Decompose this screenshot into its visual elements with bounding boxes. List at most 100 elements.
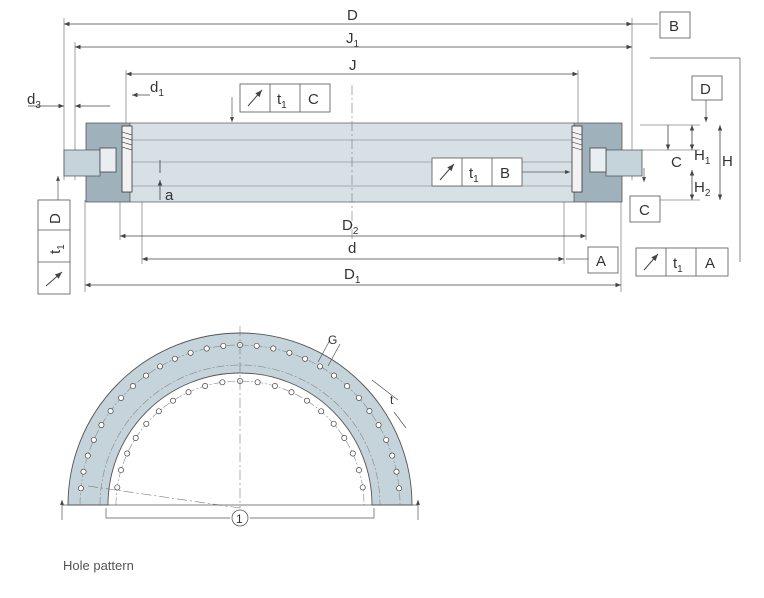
bolt-hole [80, 468, 87, 475]
bolt-hole [202, 383, 209, 389]
bolt-hole [366, 408, 373, 414]
bolt-holes [77, 342, 403, 492]
bolt-hole [389, 452, 396, 459]
bolt-hole [155, 408, 162, 415]
label-D1: D1 [344, 266, 361, 286]
svg-text:C: C [308, 91, 319, 108]
right-outer-flange [605, 149, 643, 177]
tolerance-frames: t1 C t1 B t1 A D t1 [37, 83, 729, 295]
bolt-hole [77, 485, 84, 492]
label-J1: J1 [346, 30, 360, 50]
figure-caption: Hole pattern [63, 558, 134, 573]
dimension-lines [28, 21, 723, 288]
label-C: C [671, 154, 682, 171]
label-d1: d1 [150, 79, 164, 99]
right-roller [589, 147, 607, 173]
right-screw [571, 125, 583, 193]
svg-text:A: A [596, 253, 606, 270]
datum-box-C: C [629, 195, 661, 223]
datum-box-A: A [587, 246, 619, 274]
label-a: a [165, 187, 174, 204]
bolt-hole [393, 468, 400, 475]
label-d3: d3 [27, 91, 41, 111]
bolt-hole [203, 345, 210, 352]
label-t: t [390, 393, 394, 407]
datum-box-B: B [659, 11, 691, 39]
bolt-hole [219, 379, 226, 386]
bolt-hole [254, 379, 261, 386]
label-D: D [347, 7, 358, 24]
bolt-hole [356, 467, 362, 474]
bolt-hole [90, 436, 97, 443]
bolt-hole [302, 355, 309, 362]
left-roller [99, 147, 117, 173]
datum-box-D-right: D [691, 75, 723, 101]
svg-text:t1: t1 [673, 255, 683, 275]
bolt-hole [132, 435, 139, 441]
label-H1: H1 [694, 147, 711, 167]
left-outer-flange [63, 149, 101, 177]
label-H2: H2 [694, 179, 711, 199]
bolt-hole [118, 394, 125, 401]
svg-text:D: D [47, 213, 64, 224]
svg-text:D: D [700, 81, 711, 98]
bolt-hole [170, 397, 176, 404]
bolt-hole [344, 383, 351, 390]
bolt-hole [318, 408, 325, 415]
bolt-hole [375, 422, 382, 428]
svg-text:t1: t1 [277, 91, 287, 111]
bolt-hole [107, 408, 114, 414]
bolt-hole [341, 435, 348, 441]
bolt-hole [129, 383, 136, 390]
svg-text:t1: t1 [469, 165, 479, 185]
bolt-hole [187, 349, 194, 356]
bolt-hole [359, 484, 366, 491]
label-G: G [328, 333, 337, 347]
bolt-hole [124, 450, 131, 457]
bolt-hole [349, 450, 356, 457]
tolerance-frame-A: t1 A [635, 247, 729, 277]
label-J: J [349, 57, 357, 74]
svg-text:A: A [705, 255, 715, 272]
tolerance-frame-C: t1 C [239, 83, 331, 113]
bolt-hole [330, 420, 337, 427]
bolt-hole [355, 394, 362, 401]
bolt-hole [253, 342, 260, 349]
bolt-hole [383, 436, 390, 443]
ring-half [67, 332, 413, 506]
svg-text:t1: t1 [47, 244, 67, 254]
bolt-hole [98, 422, 105, 428]
left-screw [121, 125, 133, 193]
label-H: H [722, 153, 733, 170]
svg-text:B: B [500, 165, 510, 182]
bolt-hole [185, 389, 192, 396]
bolt-hole [331, 372, 337, 379]
bolt-hole [171, 355, 178, 362]
bolt-hole [118, 467, 124, 474]
label-d: d [348, 240, 356, 257]
bolt-hole [143, 420, 150, 427]
bolt-hole [396, 485, 403, 492]
bolt-hole [114, 484, 121, 491]
svg-text:C: C [639, 202, 650, 219]
hole-pattern: 1 G t [60, 326, 420, 527]
bolt-hole [286, 349, 293, 356]
tolerance-frame-D-vertical: D t1 [37, 199, 71, 295]
datum-boxes: B D C A [587, 11, 723, 274]
callout-number: 1 [236, 512, 243, 526]
bolt-hole [304, 397, 310, 404]
bolt-hole [143, 372, 149, 379]
bolt-hole [317, 363, 323, 370]
label-D2: D2 [342, 217, 359, 237]
bolt-hole [220, 342, 227, 349]
leader-lines [56, 23, 741, 262]
bolt-hole [157, 363, 163, 370]
tolerance-frame-B: t1 B [431, 157, 523, 187]
dimension-labels: D J1 J d3 d1 a D2 d D1 H1 H H2 C [27, 7, 733, 286]
bolt-hole [84, 452, 91, 459]
bolt-hole [288, 389, 295, 396]
bolt-hole [270, 345, 277, 352]
callout-circle [231, 509, 249, 527]
bolt-hole [271, 383, 278, 389]
